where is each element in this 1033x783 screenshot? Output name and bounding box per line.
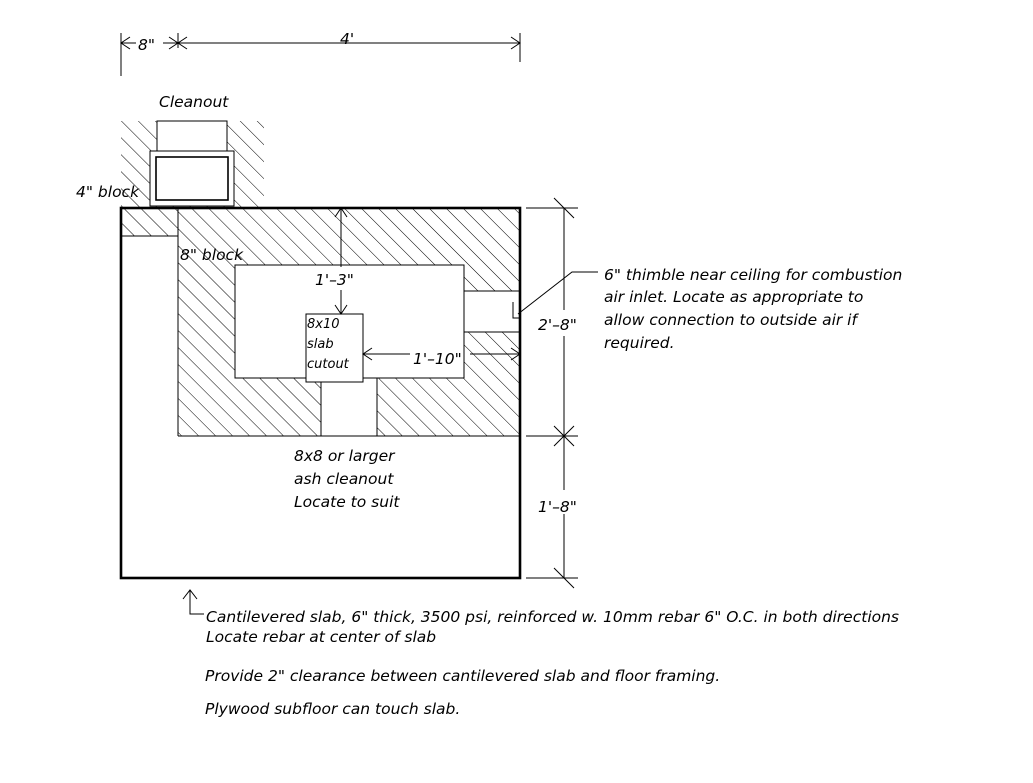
slab-leader <box>182 589 204 615</box>
dim-1ft10in-label: 1'–10" <box>413 350 462 368</box>
svg-text:6" thimble near ceiling for co: 6" thimble near ceiling for combustion <box>604 266 902 284</box>
svg-text:8x8 or larger: 8x8 or larger <box>294 447 396 465</box>
clearance-note: Provide 2" clearance between cantilevere… <box>205 667 720 685</box>
svg-text:slab: slab <box>307 337 334 352</box>
block-4in-strip <box>121 208 178 236</box>
svg-text:required.: required. <box>604 334 675 352</box>
top-dimensions: 8" 4' <box>120 30 521 76</box>
svg-text:ash cleanout: ash cleanout <box>294 470 394 488</box>
wall-openings <box>149 120 521 437</box>
block-8in-label: 8" block <box>180 246 244 264</box>
slab-cutout <box>305 313 364 383</box>
thimble-leader <box>512 271 598 319</box>
cleanout-opening-upper <box>156 120 228 152</box>
dim-8in-label: 8" <box>138 36 155 54</box>
cantilevered-slab-outline <box>119 206 522 580</box>
svg-text:cutout: cutout <box>307 357 350 372</box>
dim-1ft8in-label: 1'–8" <box>538 498 577 516</box>
ash-cleanout-label: 8x8 or larger ash cleanout Locate to sui… <box>294 447 400 511</box>
ash-cleanout-channel <box>320 377 378 437</box>
cleanout-door <box>155 156 229 201</box>
right-dimensions: 2'–8" 1'–8" <box>526 197 578 589</box>
dim-4ft-label: 4' <box>340 30 354 48</box>
slab-note: Cantilevered slab, 6" thick, 3500 psi, r… <box>206 608 899 646</box>
dim-2ft8in-label: 2'–8" <box>538 316 577 334</box>
svg-text:Locate rebar at center of slab: Locate rebar at center of slab <box>206 628 436 646</box>
inner-dimensions: 1'–3" 1'–10" <box>315 207 521 368</box>
thimble-note: 6" thimble near ceiling for combustion a… <box>604 266 902 352</box>
svg-text:Locate to suit: Locate to suit <box>294 493 400 511</box>
svg-text:Cantilevered slab, 6" thick, 3: Cantilevered slab, 6" thick, 3500 psi, r… <box>206 608 899 626</box>
dim-1ft3in-label: 1'–3" <box>315 271 354 289</box>
svg-text:8x10: 8x10 <box>307 317 340 332</box>
slab-cutout-label: 8x10 slab cutout <box>307 317 350 372</box>
subfloor-note: Plywood subfloor can touch slab. <box>205 700 460 718</box>
thimble-opening <box>463 290 521 333</box>
svg-text:allow connection to outside ai: allow connection to outside air if <box>604 311 859 329</box>
block-4in-label: 4" block <box>76 183 140 201</box>
svg-text:air inlet. Locate as appropria: air inlet. Locate as appropriate to <box>604 288 863 306</box>
cleanout-label: Cleanout <box>159 93 229 111</box>
